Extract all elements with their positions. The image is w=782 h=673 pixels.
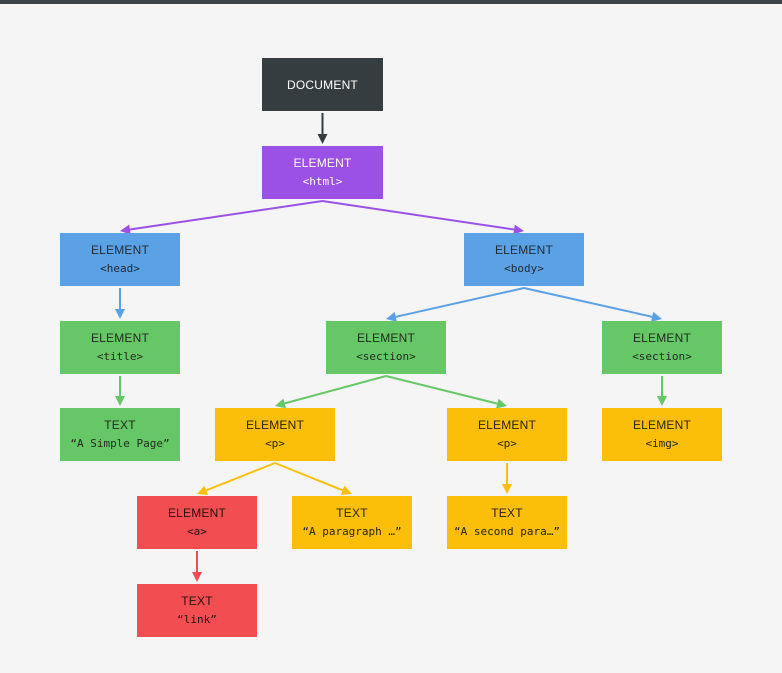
edge-section2-to-img <box>657 376 667 406</box>
node-type-label: TEXT <box>336 506 368 520</box>
node-type-label: DOCUMENT <box>287 77 358 92</box>
node-type-label: ELEMENT <box>293 156 352 170</box>
node-tag-label: “A Simple Page” <box>70 437 170 450</box>
edge-body-to-section1 <box>386 287 525 322</box>
node-tag-label: <html> <box>302 175 343 188</box>
node-type-label: TEXT <box>491 506 523 520</box>
arrowhead-icon <box>115 396 125 406</box>
node-tag-label: “A paragraph …” <box>302 525 402 538</box>
node-type-label: ELEMENT <box>632 331 692 345</box>
arrowhead-icon <box>115 309 125 319</box>
node-tag-label: <title> <box>96 350 144 363</box>
node-document: DOCUMENT <box>262 58 383 111</box>
edge-line <box>523 287 653 318</box>
node-tag-label: <p> <box>265 437 285 450</box>
edge-section1-to-p1 <box>275 375 387 409</box>
arrowhead-icon <box>192 572 202 582</box>
arrowhead-icon <box>317 134 328 144</box>
edge-line <box>205 462 276 492</box>
node-p2: ELEMENT <p> <box>447 408 567 461</box>
edge-html-to-body <box>322 200 524 235</box>
node-html: ELEMENT <html> <box>262 146 383 199</box>
node-p2-text: TEXT “A second para…” <box>447 496 567 549</box>
node-head: ELEMENT <head> <box>60 233 180 286</box>
edge-line <box>395 287 525 318</box>
node-type-label: ELEMENT <box>494 243 554 257</box>
node-body: ELEMENT <body> <box>464 233 584 286</box>
node-tag-label: <section> <box>632 350 692 363</box>
node-tag-label: <img> <box>645 437 679 450</box>
node-type-label: TEXT <box>181 594 213 608</box>
edge-body-to-section2 <box>523 287 662 322</box>
arrowhead-icon <box>513 224 524 235</box>
node-img: ELEMENT <img> <box>602 408 722 461</box>
arrowhead-icon <box>340 485 352 495</box>
edge-title-to-title-text <box>115 376 125 406</box>
node-type-label: ELEMENT <box>90 243 150 257</box>
edge-line <box>274 462 344 492</box>
edge-document-to-html <box>317 113 328 144</box>
node-tag-label: <section> <box>356 350 416 363</box>
node-tag-label: “link” <box>177 613 217 626</box>
top-bar <box>0 0 782 4</box>
node-p1: ELEMENT <p> <box>215 408 335 461</box>
node-a-text: TEXT “link” <box>137 584 257 637</box>
node-title: ELEMENT <title> <box>60 321 180 374</box>
node-tag-label: <p> <box>497 437 517 450</box>
edge-p1-to-p1-text <box>274 462 352 495</box>
node-type-label: ELEMENT <box>167 506 227 520</box>
edge-line <box>284 375 387 405</box>
edge-a-to-a-text <box>192 551 202 582</box>
node-type-label: ELEMENT <box>477 418 537 432</box>
node-tag-label: <a> <box>187 525 207 538</box>
edge-p2-to-p2-text <box>502 463 512 494</box>
node-tag-label: <body> <box>504 262 544 275</box>
arrowhead-icon <box>657 396 667 406</box>
node-type-label: ELEMENT <box>90 331 150 345</box>
edge-p1-to-a <box>197 462 276 495</box>
arrowhead-icon <box>502 484 512 494</box>
arrowhead-icon <box>496 398 507 409</box>
arrowhead-icon <box>275 398 286 409</box>
node-type-label: ELEMENT <box>632 418 692 432</box>
node-tag-label: <head> <box>100 262 140 275</box>
node-type-label: TEXT <box>104 418 136 432</box>
edge-html-to-head <box>120 200 323 235</box>
node-p1-text: TEXT “A paragraph …” <box>292 496 412 549</box>
arrowhead-icon <box>386 311 397 322</box>
edge-line <box>322 200 515 231</box>
node-tag-label: “A second para…” <box>454 525 560 538</box>
arrowhead-icon <box>651 311 662 322</box>
node-section2: ELEMENT <section> <box>602 321 722 374</box>
edge-section1-to-p2 <box>385 375 507 409</box>
node-type-label: ELEMENT <box>245 418 305 432</box>
node-a: ELEMENT <a> <box>137 496 257 549</box>
node-section1: ELEMENT <section> <box>326 321 446 374</box>
edge-head-to-title <box>115 288 125 319</box>
arrowhead-icon <box>197 485 209 495</box>
node-title-text: TEXT “A Simple Page” <box>60 408 180 461</box>
node-type-label: ELEMENT <box>356 331 416 345</box>
edge-line <box>385 375 498 405</box>
arrowhead-icon <box>120 224 131 235</box>
edge-line <box>129 200 323 231</box>
